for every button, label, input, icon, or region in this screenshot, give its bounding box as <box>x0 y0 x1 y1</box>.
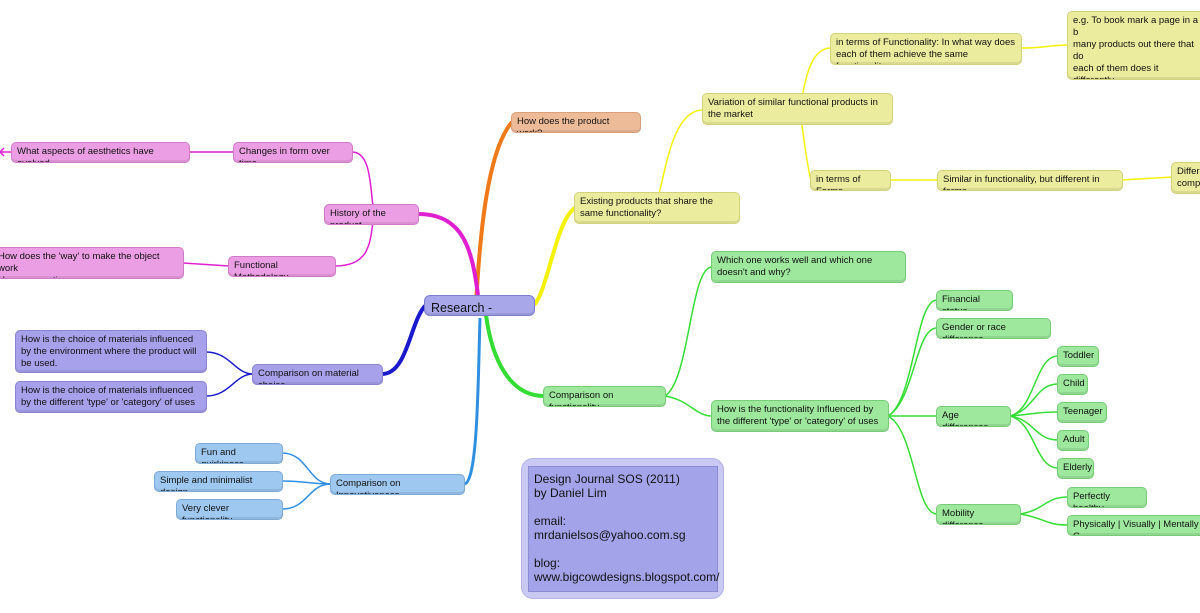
node-physically-visually[interactable]: Physically | Visually | Mentally C <box>1067 515 1200 536</box>
node-different-cut[interactable]: Differe compa <box>1171 162 1200 194</box>
node-simple-minimalist[interactable]: Simple and minimalist design <box>154 471 283 492</box>
connector-root-functionality <box>484 314 545 398</box>
node-existing-products[interactable]: Existing products that share the same fu… <box>574 192 740 224</box>
connector-age-elderly <box>1009 415 1059 469</box>
node-age-differences[interactable]: Age differences <box>936 406 1011 427</box>
node-changes-form[interactable]: Changes in form over time <box>233 142 353 163</box>
connector-func-eg <box>1020 44 1069 49</box>
connector-how-financial <box>887 299 938 417</box>
node-comparison-innovativeness[interactable]: Comparison on Innovativeness <box>330 474 465 495</box>
node-eg-bookmark[interactable]: e.g. To book mark a page in a b many pro… <box>1067 11 1200 80</box>
node-similar-functionality[interactable]: Similar in functionality, but different … <box>937 170 1123 191</box>
connector-age-toddler <box>1009 355 1059 417</box>
connector-aesthetics-left <box>0 147 12 157</box>
node-materials-type[interactable]: How is the choice of materials influence… <box>15 381 207 413</box>
node-comparison-functionality[interactable]: Comparison on functionality <box>543 386 666 407</box>
connector-material-env <box>205 351 254 375</box>
connector-age-child <box>1009 383 1059 417</box>
connector-mobility-physically <box>1019 513 1069 526</box>
info-box-text: Design Journal SOS (2011) by Daniel Lim … <box>528 466 719 592</box>
node-mobility-difference[interactable]: Mobility difference <box>936 504 1021 525</box>
node-aesthetics-evolved[interactable]: What aspects of aesthetics have evolved <box>11 142 190 163</box>
node-history-product[interactable]: History of the product <box>324 204 419 225</box>
node-perfectly-healthy[interactable]: Perfectly healthy <box>1067 487 1147 508</box>
root-node[interactable]: Research - Product <box>424 295 535 316</box>
connector-how-gender <box>887 327 938 417</box>
node-child[interactable]: Child <box>1057 374 1088 395</box>
connector-how-mobility <box>887 415 938 515</box>
connector-functional-howway <box>182 262 230 267</box>
node-functional-methodology[interactable]: Functional Methodology <box>228 256 336 277</box>
connector-mobility-healthy <box>1019 496 1069 515</box>
connector-root-existing <box>532 206 577 307</box>
node-fun-quirkiness[interactable]: Fun and quirkiness <box>195 443 283 464</box>
connector-func-which <box>664 266 713 397</box>
node-terms-forms[interactable]: in terms of Forms <box>810 170 891 191</box>
node-teenager[interactable]: Teenager <box>1057 402 1107 423</box>
connector-root-material <box>381 303 428 376</box>
connector-material-type <box>205 373 254 397</box>
connector-root-innov <box>463 317 482 486</box>
node-comparison-material[interactable]: Comparison on material choice <box>252 364 383 385</box>
connector-func-how <box>664 395 713 417</box>
node-financial-status[interactable]: Financial status <box>936 290 1013 311</box>
connector-age-teenager <box>1009 411 1059 417</box>
node-which-works[interactable]: Which one works well and which one doesn… <box>711 251 906 283</box>
connector-innov-fun <box>281 452 332 485</box>
node-how-functionality-influenced[interactable]: How is the functionality Influenced by t… <box>711 400 889 432</box>
node-elderly[interactable]: Elderly <box>1057 458 1094 479</box>
node-gender-race[interactable]: Gender or race difference <box>936 318 1051 339</box>
connector-root-history <box>417 212 480 296</box>
node-how-way-change[interactable]: How does the 'way' to make the object wo… <box>0 247 184 279</box>
node-very-clever[interactable]: Very clever functionality <box>176 499 283 520</box>
connector-root-how-work <box>474 120 514 306</box>
node-toddler[interactable]: Toddler <box>1057 346 1099 367</box>
node-materials-environment[interactable]: How is the choice of materials influence… <box>15 330 207 373</box>
node-adult[interactable]: Adult <box>1057 430 1089 451</box>
connector-innov-clever <box>281 483 332 510</box>
node-how-does-product-work[interactable]: How does the product work? <box>511 112 641 133</box>
node-variation-similar[interactable]: Variation of similar functional products… <box>702 93 893 125</box>
connector-similar-differ <box>1121 176 1173 181</box>
node-terms-functionality[interactable]: in terms of Functionality: In what way d… <box>830 33 1022 65</box>
connector-age-adult <box>1009 415 1059 441</box>
